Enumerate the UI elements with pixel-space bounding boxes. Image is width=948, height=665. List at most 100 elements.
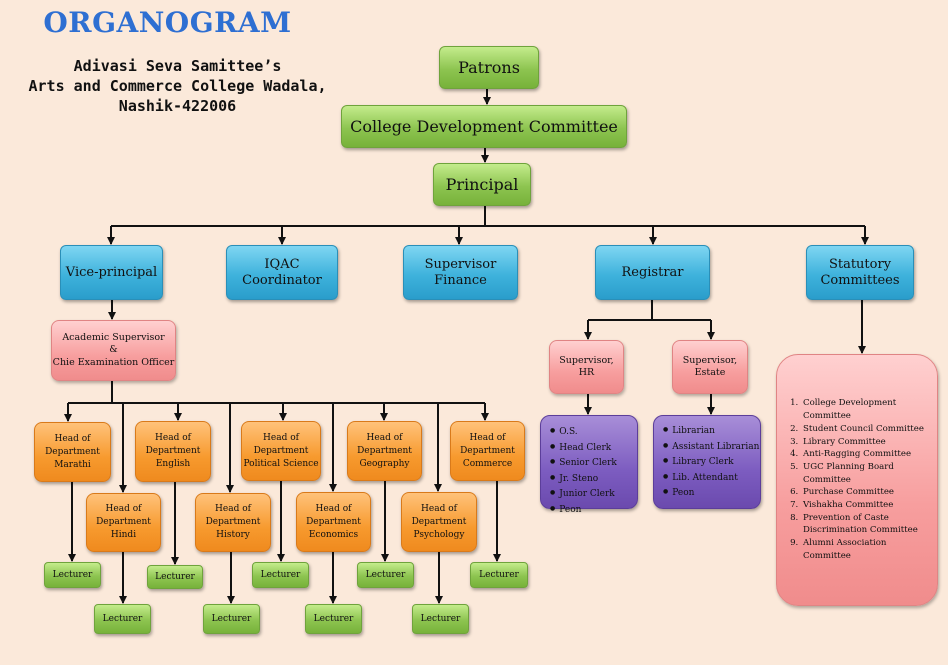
department-name: History <box>216 530 250 540</box>
hod-history-box: Head of Department History <box>195 493 271 552</box>
lecturer-label: Lecturer <box>52 570 93 580</box>
department-name: Psychology <box>413 529 465 540</box>
lecturer-label: Lecturer <box>420 614 461 624</box>
list-item: Junior Clerk <box>550 486 617 502</box>
hod-label: Head of <box>54 433 91 444</box>
list-item: Jr. Steno <box>550 471 617 487</box>
hod-label: Department <box>306 516 361 527</box>
hod-label: Department <box>45 446 100 457</box>
lecturer-marathi-box: Lecturer <box>44 562 101 588</box>
list-item: Library Committee <box>801 436 937 449</box>
committees-list: College Development Committee Student Co… <box>783 397 937 562</box>
hod-label: Head of <box>366 432 403 443</box>
lecturer-label: Lecturer <box>211 614 252 624</box>
hod-label: Department <box>96 517 151 527</box>
hod-label: Head of <box>215 504 251 514</box>
estate-staff-list: Librarian Assistant Librarian Library Cl… <box>663 423 759 501</box>
lecturer-label: Lecturer <box>313 614 354 624</box>
principal-label: Principal <box>445 175 519 194</box>
hod-label: Head of <box>105 504 142 514</box>
lecturer-history-box: Lecturer <box>203 604 260 634</box>
list-item: Lib. Attendant <box>663 470 759 486</box>
hod-label: Department <box>357 445 412 456</box>
hod-political-science-box: Head of Department Political Science <box>241 421 321 481</box>
supervisor-estate-label: Supervisor, <box>682 354 738 366</box>
page-title: ORGANOGRAM <box>43 6 292 39</box>
statutory-label: Statutory <box>828 256 892 272</box>
supervisor-estate-box: Supervisor, Estate <box>672 340 748 394</box>
lecturer-label: Lecturer <box>260 570 301 580</box>
list-item: O.S. <box>550 424 617 440</box>
hod-hindi-box: Head of Department Hindi <box>86 493 161 552</box>
academic-supervisor-label: Chie Examination Officer <box>52 356 175 368</box>
hod-label: Head of <box>315 503 352 514</box>
hod-label: Head of <box>263 432 299 443</box>
lecturer-label: Lecturer <box>479 570 519 580</box>
patrons-box: Patrons <box>439 46 539 89</box>
list-item: Purchase Committee <box>801 486 937 499</box>
academic-supervisor-box: Academic Supervisor & Chie Examination O… <box>51 320 176 381</box>
college-name-line: Arts and Commerce College Wadala, <box>28 77 327 95</box>
academic-supervisor-label: & <box>109 344 118 356</box>
supervisor-hr-box: Supervisor, HR <box>549 340 624 394</box>
principal-box: Principal <box>433 163 531 206</box>
list-item: Anti-Ragging Committee <box>801 448 937 461</box>
hod-geography-box: Head of Department Geography <box>347 421 422 481</box>
estate-staff-box: Librarian Assistant Librarian Library Cl… <box>653 415 761 509</box>
lecturer-political-science-box: Lecturer <box>252 562 309 588</box>
hod-label: Department <box>205 517 261 527</box>
supervisor-hr-label: HR <box>578 367 595 378</box>
supervisor-finance-label: Supervisor <box>424 256 497 272</box>
department-name: Geography <box>359 458 410 469</box>
list-item: Senior Clerk <box>550 455 617 471</box>
statutory-label: Committees <box>820 272 900 288</box>
statutory-committees-box: Statutory Committees <box>806 245 914 300</box>
lecturer-hindi-box: Lecturer <box>94 604 151 634</box>
hod-label: Head of <box>421 503 457 514</box>
lecturer-label: Lecturer <box>102 614 143 624</box>
supervisor-estate-label: Estate <box>694 367 726 378</box>
hod-label: Head of <box>155 433 191 443</box>
lecturer-psychology-box: Lecturer <box>412 604 469 634</box>
hod-label: Department <box>460 445 515 456</box>
lecturer-label: Lecturer <box>365 570 406 580</box>
department-name: Political Science <box>243 458 319 469</box>
supervisor-finance-label: Finance <box>434 272 487 288</box>
iqac-label: IQAC <box>264 256 300 272</box>
supervisor-finance-box: Supervisor Finance <box>403 245 518 300</box>
iqac-coordinator-box: IQAC Coordinator <box>226 245 338 300</box>
hod-label: Head of <box>469 432 506 443</box>
list-item: Vishakha Committee <box>801 499 937 512</box>
vice-principal-label: Vice-principal <box>65 264 158 280</box>
registrar-label: Registrar <box>621 264 684 280</box>
lecturer-label: Lecturer <box>155 572 195 582</box>
hod-english-box: Head of Department English <box>135 421 211 482</box>
college-name-line: Adivasi Seva Samittee’s <box>73 57 282 75</box>
hod-marathi-box: Head of Department Marathi <box>34 422 111 482</box>
registrar-box: Registrar <box>595 245 710 300</box>
hod-economics-box: Head of Department Economics <box>296 492 371 552</box>
list-item: Assistant Librarian <box>663 439 759 455</box>
hod-label: Department <box>145 446 201 456</box>
college-development-committee-box: College Development Committee <box>341 105 627 148</box>
list-item: Peon <box>550 502 617 518</box>
hod-commerce-box: Head of Department Commerce <box>450 421 525 481</box>
list-item: Library Clerk <box>663 454 759 470</box>
department-name: English <box>155 459 191 469</box>
lecturer-english-box: Lecturer <box>147 565 203 589</box>
hod-label: Department <box>411 516 467 527</box>
vice-principal-box: Vice-principal <box>60 245 163 300</box>
patrons-label: Patrons <box>458 58 520 77</box>
hod-label: Department <box>253 445 309 456</box>
list-item: Alumni Association Committee <box>801 537 937 562</box>
hod-psychology-box: Head of Department Psychology <box>401 492 477 552</box>
hr-staff-list: O.S. Head Clerk Senior Clerk Jr. Steno J… <box>550 424 617 517</box>
supervisor-hr-label: Supervisor, <box>559 354 614 366</box>
list-item: Student Council Committee <box>801 423 937 436</box>
list-item: Librarian <box>663 423 759 439</box>
hr-staff-box: O.S. Head Clerk Senior Clerk Jr. Steno J… <box>540 415 638 515</box>
lecturer-commerce-box: Lecturer <box>470 562 528 588</box>
iqac-label: Coordinator <box>242 272 322 288</box>
academic-supervisor-label: Academic Supervisor <box>62 331 165 343</box>
